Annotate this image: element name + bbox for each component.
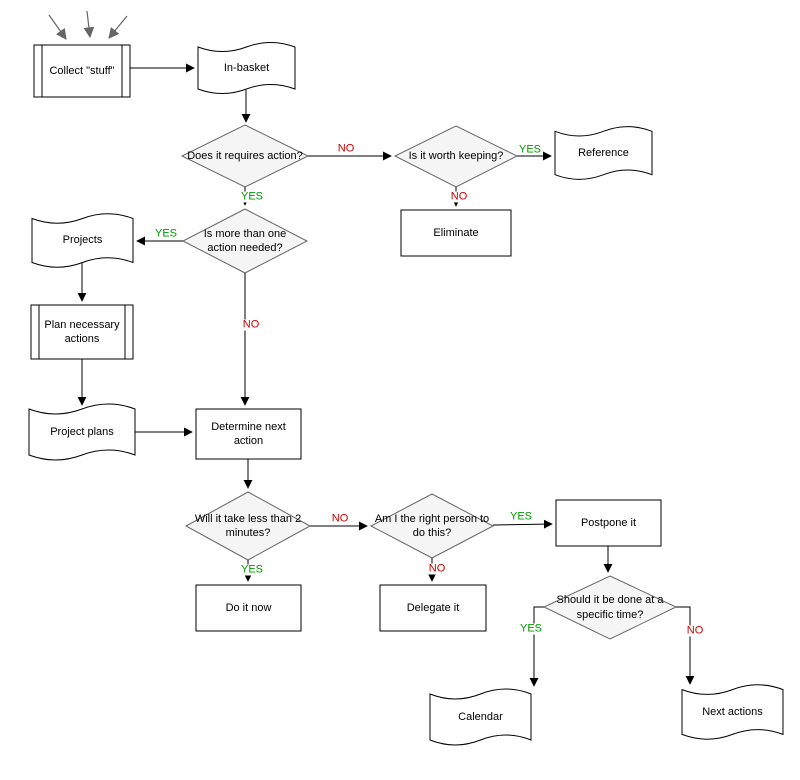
shape-postpone-it [555,499,662,547]
input-arrow-3 [108,15,128,39]
input-arrow-2 [83,10,95,39]
shape-does-it-require-action [180,124,310,188]
shape-less-than-2-minutes [184,491,312,561]
shape-collect-stuff [33,44,131,98]
edge-rightperson-yes-postpone [492,519,553,529]
shape-is-it-worth-keeping [393,125,519,188]
shape-project-plans [28,403,136,461]
shape-delegate-it [379,584,487,632]
shape-calendar [429,688,532,746]
shape-determine-next-action [195,408,302,460]
shape-eliminate [400,209,512,257]
shape-in-basket [197,42,296,94]
shape-projects [31,213,134,268]
shape-do-it-now [195,584,302,632]
shape-more-than-one-action [181,208,309,274]
shape-next-actions [681,684,784,740]
edge-specifictime-no-nextactions [676,606,695,685]
shape-am-i-right-person [369,493,495,559]
edge-specifictime-yes-calendar [529,606,544,687]
input-arrow-1 [48,14,67,40]
shape-reference [554,126,653,180]
shape-plan-necessary-actions [30,304,134,360]
shape-specific-time [542,575,678,640]
